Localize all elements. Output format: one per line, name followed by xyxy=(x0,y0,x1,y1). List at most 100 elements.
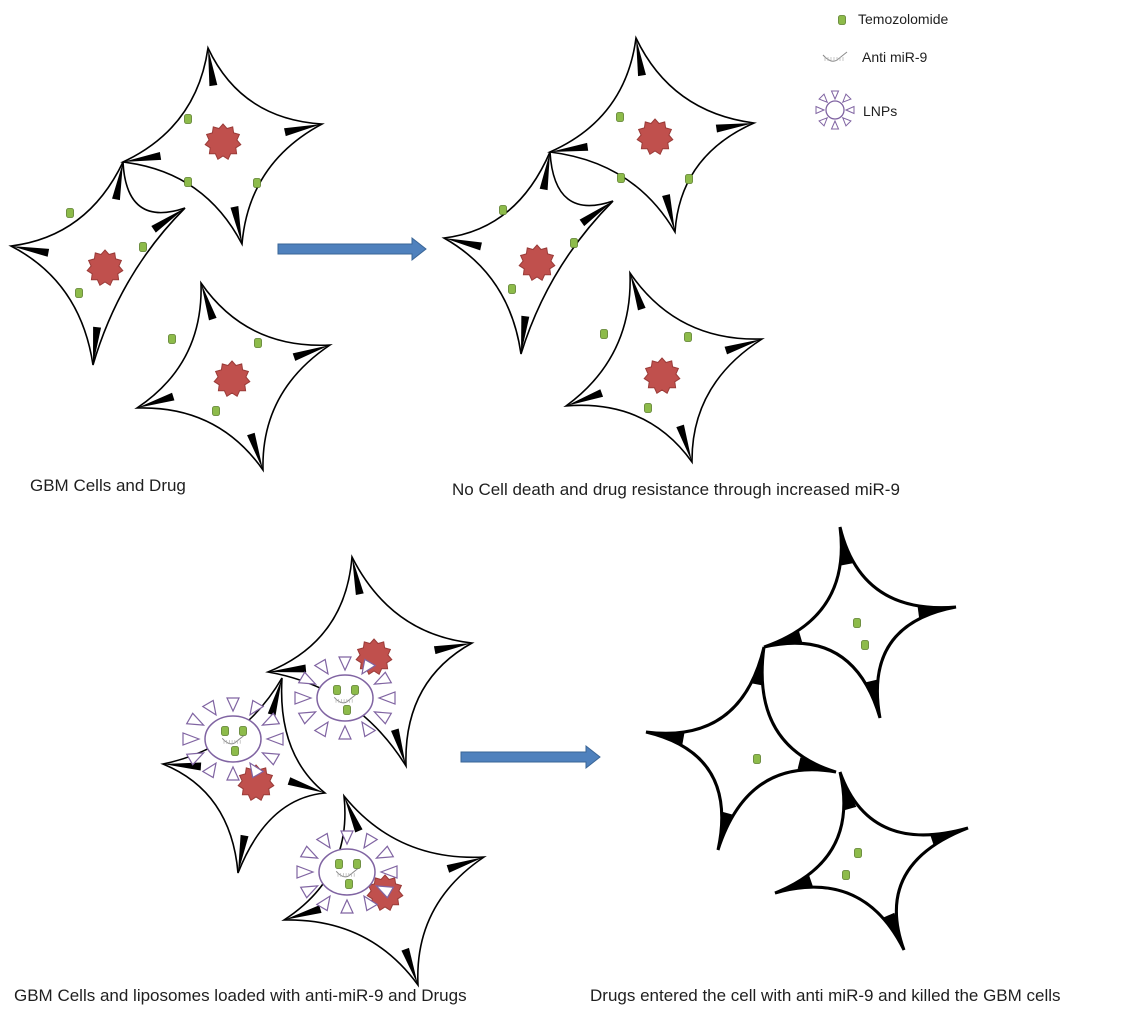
cells-layer xyxy=(8,35,969,988)
nucleus xyxy=(518,244,556,282)
caption-no-cell-death: No Cell death and drug resistance throug… xyxy=(452,480,900,499)
lnp-spike xyxy=(299,885,320,899)
cell-spike xyxy=(201,283,217,321)
cell-spike xyxy=(284,905,322,920)
lnp-spike xyxy=(338,724,352,740)
caption-drugs-killed-cells: Drugs entered the cell with anti miR-9 a… xyxy=(590,986,1061,1005)
temozolomide-drug xyxy=(239,726,247,736)
temozolomide-drug xyxy=(508,284,516,294)
lnp xyxy=(294,656,396,740)
legend xyxy=(815,15,855,130)
lnp-spike xyxy=(299,845,320,859)
lnp-spike xyxy=(340,830,354,846)
cell-spike xyxy=(840,527,853,566)
nucleus xyxy=(237,764,275,802)
temozolomide-drug xyxy=(753,754,761,764)
cell-spike xyxy=(764,630,803,647)
temozolomide-drug xyxy=(75,288,83,298)
temozolomide-drug xyxy=(221,726,229,736)
caption-gbm-cells-and-drug: GBM Cells and Drug xyxy=(30,476,186,495)
cell-spike xyxy=(112,162,123,201)
lnp-spike xyxy=(182,732,201,746)
cell-spike xyxy=(352,557,364,596)
cell-spike xyxy=(579,201,613,227)
cell-spike xyxy=(284,124,322,137)
temozolomide-drug xyxy=(333,685,341,695)
temozolomide-drug xyxy=(842,870,850,880)
lnp-spike xyxy=(315,832,331,850)
cell-spike xyxy=(775,875,813,893)
cell-spike xyxy=(446,857,484,873)
lnp-spike xyxy=(185,752,206,766)
cell-spike xyxy=(539,152,550,191)
cell-spike xyxy=(267,678,282,716)
lnp-spike xyxy=(361,658,377,676)
caption-liposomes-loaded: GBM Cells and liposomes loaded with anti… xyxy=(14,986,467,1005)
temozolomide-drug xyxy=(838,15,846,25)
cell-spike xyxy=(840,772,857,811)
lnp-spike xyxy=(372,711,393,725)
cell-spike xyxy=(917,605,956,618)
temozolomide-drug xyxy=(644,403,652,413)
temozolomide-drug xyxy=(353,859,361,869)
cell-spike xyxy=(401,947,418,985)
temozolomide-drug xyxy=(853,618,861,628)
legend-anti-mir9-label: Anti miR-9 xyxy=(862,49,928,65)
lnp-spike xyxy=(294,691,313,705)
cell-spike xyxy=(646,732,685,745)
lnp-spike xyxy=(201,761,217,779)
temozolomide-drug xyxy=(184,114,192,124)
lnp-spike xyxy=(374,845,395,859)
temozolomide-drug xyxy=(861,640,869,650)
lnp-spike xyxy=(260,712,281,726)
temozolomide-drug xyxy=(66,208,74,218)
cell-spike xyxy=(268,664,307,673)
cell-spike xyxy=(883,912,904,950)
lnp-spike xyxy=(297,671,318,685)
anti-mir9-strand xyxy=(335,868,359,878)
lnp xyxy=(182,697,284,781)
cell-spike xyxy=(123,151,162,162)
cell-spike xyxy=(566,389,604,406)
gbm-cell xyxy=(774,771,969,951)
nucleus xyxy=(643,357,681,395)
cell-spike xyxy=(444,238,482,251)
lnp-membrane xyxy=(318,848,376,896)
cell-spike xyxy=(292,345,330,361)
arrow-layer xyxy=(277,236,601,770)
temozolomide-drug xyxy=(168,334,176,344)
cell-spike xyxy=(521,315,530,354)
cell-spike xyxy=(636,38,646,77)
cell-spike xyxy=(344,796,363,833)
lnp-spike xyxy=(265,732,284,746)
cell-spike xyxy=(247,432,263,470)
lnp-spike xyxy=(226,765,240,781)
lnp-spike xyxy=(363,832,379,850)
legend-lnps-label: LNPs xyxy=(863,103,898,119)
nucleus xyxy=(636,118,674,156)
lnp-spike xyxy=(296,865,315,879)
gbm-cell xyxy=(645,646,837,851)
lnp-spike xyxy=(377,691,396,705)
process-arrow xyxy=(277,236,427,262)
cell-spike xyxy=(930,828,968,846)
lnp xyxy=(296,830,398,914)
nucleus xyxy=(86,249,124,287)
lnp-spike xyxy=(313,720,329,738)
cell-spike xyxy=(11,246,50,257)
process-arrow xyxy=(460,744,601,770)
temozolomide-drug xyxy=(253,178,261,188)
lnp-spike xyxy=(361,720,377,738)
lnp-spike xyxy=(338,656,352,672)
temozolomide-drug xyxy=(343,705,351,715)
cell-spike xyxy=(662,194,675,232)
anti-mir9-strand xyxy=(822,51,848,62)
cell-spike xyxy=(715,123,754,133)
cell-spike xyxy=(238,834,249,873)
lnp-spike xyxy=(374,885,395,899)
temozolomide-drug xyxy=(685,174,693,184)
lnp-spike xyxy=(185,712,206,726)
nucleus xyxy=(204,123,242,161)
temozolomide-drug xyxy=(184,177,192,187)
